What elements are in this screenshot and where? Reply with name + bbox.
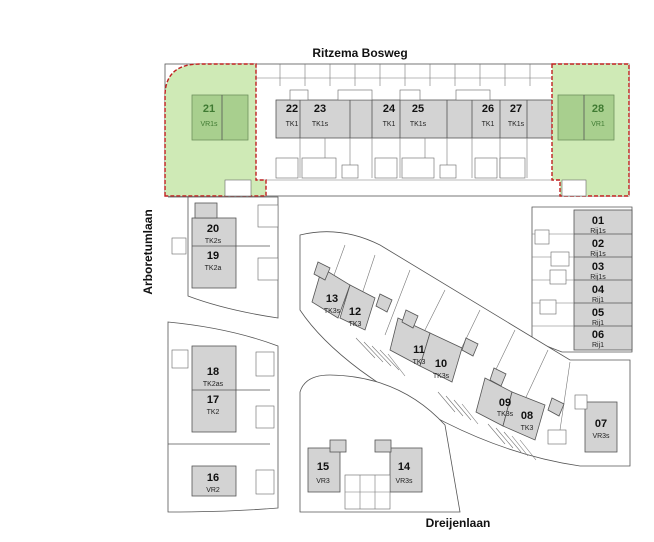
lot-16[interactable]: 16 VR2 xyxy=(206,472,220,494)
curved-block xyxy=(299,231,631,467)
lot-13[interactable]: 13 TK3s xyxy=(324,293,341,315)
street-label-south: Dreijenlaan xyxy=(426,516,491,530)
lot-type: TK1 xyxy=(286,121,299,128)
south-block xyxy=(299,374,461,513)
street-label-west: Arboretumlaan xyxy=(141,209,155,294)
lot-01[interactable]: 01 Rij1s xyxy=(590,215,606,235)
lot-type: VR2 xyxy=(206,487,220,494)
lot-11[interactable]: 11 TK3 xyxy=(413,344,426,366)
lot-type: TK1 xyxy=(482,121,495,128)
lot-number: 13 xyxy=(326,293,338,305)
lot-09[interactable]: 09 TK3s xyxy=(497,397,514,418)
lot-number: 22 xyxy=(286,103,298,115)
lot-type: TK1 xyxy=(383,121,396,128)
lot-type: TK3s xyxy=(497,411,514,418)
lot-17[interactable]: 17 TK2 xyxy=(207,394,220,416)
lot-number: 15 xyxy=(317,461,329,473)
lot-number: 20 xyxy=(207,223,219,235)
lot-type: TK1s xyxy=(312,121,329,128)
lot-type: Rij1s xyxy=(590,274,606,281)
lot-type: TK3 xyxy=(413,359,426,366)
lot-number: 08 xyxy=(521,410,533,422)
lot-type: VR3s xyxy=(592,433,610,440)
lot-07[interactable]: 07 VR3s xyxy=(592,418,610,440)
lot-number: 21 xyxy=(203,103,215,115)
east-block xyxy=(531,206,633,353)
lot-23[interactable]: 23 TK1s xyxy=(312,103,329,128)
lot-03[interactable]: 03 Rij1s xyxy=(590,261,606,281)
lot-26[interactable]: 26 TK1 xyxy=(482,103,495,128)
lot-number: 04 xyxy=(592,284,605,296)
street-label-north: Ritzema Bosweg xyxy=(312,46,407,60)
lot-number: 12 xyxy=(349,306,361,318)
lot-number: 28 xyxy=(592,103,604,115)
west-block-lower xyxy=(167,321,279,513)
lot-28[interactable]: 28 VR1 xyxy=(591,103,605,128)
lot-number: 18 xyxy=(207,366,219,378)
lot-type: Rij1 xyxy=(592,342,604,349)
lot-18[interactable]: 18 TK2as xyxy=(203,366,224,388)
lot-number: 16 xyxy=(207,472,219,484)
lot-number: 17 xyxy=(207,394,219,406)
lot-labels: 21 VR1s 22 TK1 23 TK1s 24 TK1 25 TK1s 26… xyxy=(200,103,610,494)
lot-number: 03 xyxy=(592,261,604,273)
lot-number: 09 xyxy=(499,397,511,409)
lot-type: TK2 xyxy=(207,409,220,416)
lot-type: VR3s xyxy=(395,478,413,485)
lot-28-area[interactable] xyxy=(551,63,630,197)
lot-number: 01 xyxy=(592,215,604,227)
lot-type: TK3 xyxy=(521,425,534,432)
lot-type: VR1 xyxy=(591,121,605,128)
lot-type: Rij1s xyxy=(590,228,606,235)
lot-25[interactable]: 25 TK1s xyxy=(410,103,427,128)
lot-number: 02 xyxy=(592,238,604,250)
lot-27[interactable]: 27 TK1s xyxy=(508,103,525,128)
lot-type: TK2as xyxy=(203,381,224,388)
lot-number: 14 xyxy=(398,461,411,473)
lot-type: TK3 xyxy=(349,321,362,328)
lot-type: TK1s xyxy=(508,121,525,128)
lot-10[interactable]: 10 TK3s xyxy=(433,358,450,380)
lot-number: 10 xyxy=(435,358,447,370)
lot-number: 27 xyxy=(510,103,522,115)
lot-number: 05 xyxy=(592,307,604,319)
lot-number: 06 xyxy=(592,329,604,341)
lot-number: 19 xyxy=(207,250,219,262)
lot-19[interactable]: 19 TK2a xyxy=(205,250,222,272)
lot-type: TK3s xyxy=(324,308,341,315)
lot-22[interactable]: 22 TK1 xyxy=(286,103,299,128)
lot-12[interactable]: 12 TK3 xyxy=(349,306,362,328)
lot-type: VR1s xyxy=(200,121,218,128)
lot-type: TK2a xyxy=(205,265,222,272)
lot-number: 11 xyxy=(413,344,425,356)
lot-08[interactable]: 08 TK3 xyxy=(521,410,534,432)
lot-14[interactable]: 14 VR3s xyxy=(395,461,413,485)
lot-type: TK1s xyxy=(410,121,427,128)
lot-02[interactable]: 02 Rij1s xyxy=(590,238,606,258)
lot-type: TK3s xyxy=(433,373,450,380)
lot-05[interactable]: 05 Rij1 xyxy=(592,307,604,327)
west-block-upper xyxy=(168,196,279,319)
lot-04[interactable]: 04 Rij1 xyxy=(592,284,605,304)
lot-number: 23 xyxy=(314,103,326,115)
lot-06[interactable]: 06 Rij1 xyxy=(592,329,604,349)
lot-24[interactable]: 24 TK1 xyxy=(383,103,396,128)
lot-type: VR3 xyxy=(316,478,330,485)
lot-number: 26 xyxy=(482,103,494,115)
lot-type: TK2s xyxy=(205,238,222,245)
lot-20[interactable]: 20 TK2s xyxy=(205,223,222,245)
lot-type: Rij1 xyxy=(592,320,604,327)
lot-number: 07 xyxy=(595,418,607,430)
lot-21-area[interactable] xyxy=(164,63,267,197)
lot-15[interactable]: 15 VR3 xyxy=(316,461,330,485)
lot-21[interactable]: 21 VR1s xyxy=(200,103,218,128)
lot-number: 24 xyxy=(383,103,396,115)
lot-type: Rij1 xyxy=(592,297,604,304)
lot-number: 25 xyxy=(412,103,424,115)
lot-type: Rij1s xyxy=(590,251,606,258)
